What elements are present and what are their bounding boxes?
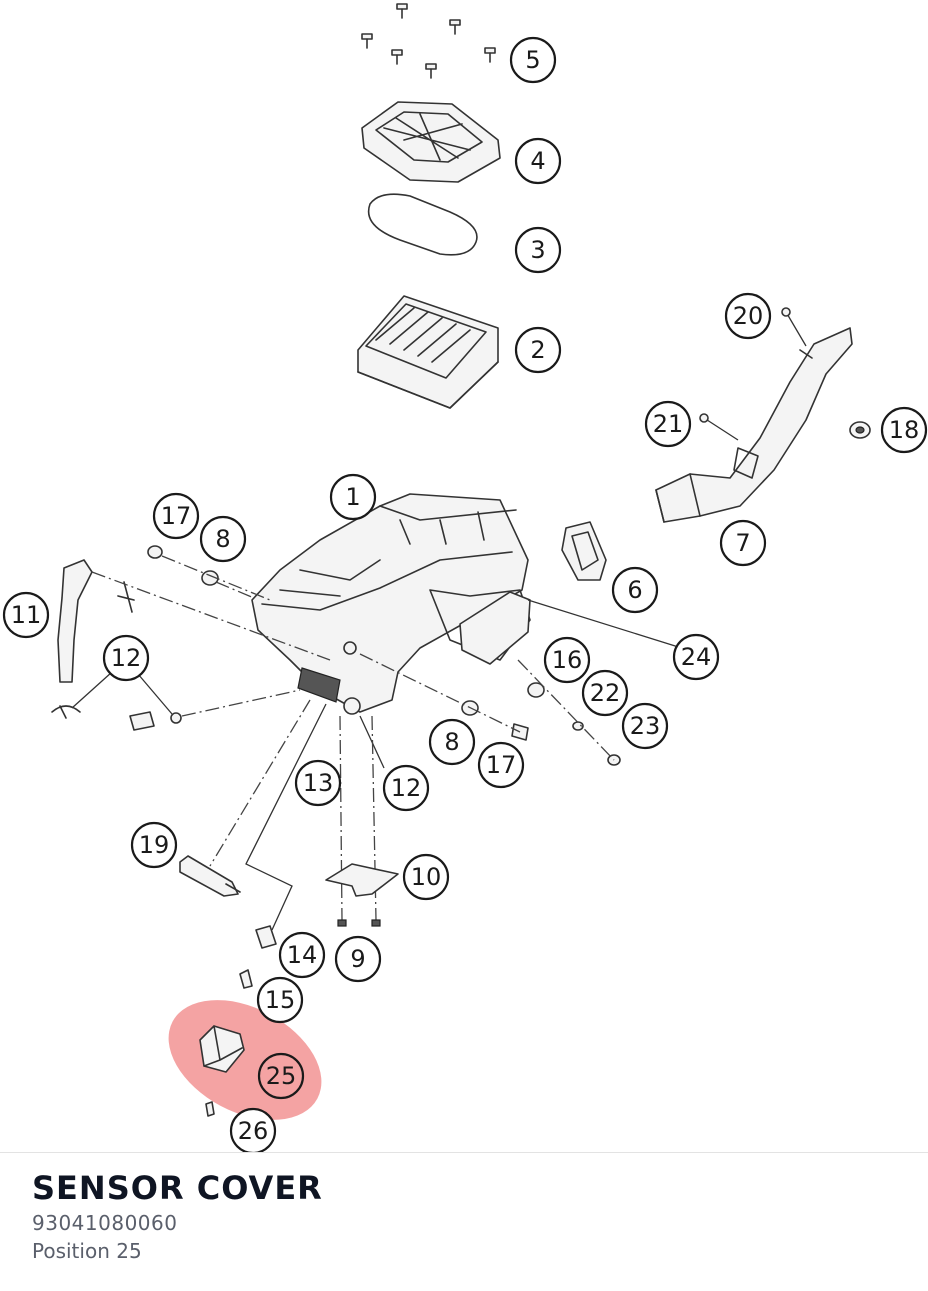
exploded-parts-diagram[interactable]: 5 4 3 2 20 21 18 1 <box>0 0 928 1152</box>
part-1-airbox-housing[interactable] <box>251 493 531 715</box>
callout-24[interactable]: 24 <box>672 633 720 681</box>
svg-text:22: 22 <box>590 679 621 707</box>
part-26-screw[interactable] <box>205 1101 215 1117</box>
callout-7[interactable]: 7 <box>719 519 767 567</box>
callout-2[interactable]: 2 <box>514 326 562 374</box>
part-12-clamps[interactable] <box>51 581 385 769</box>
svg-text:13: 13 <box>303 769 334 797</box>
part-15-clip[interactable] <box>239 969 253 989</box>
part-19-sensor[interactable] <box>179 855 241 897</box>
callout-6[interactable]: 6 <box>611 566 659 614</box>
svg-text:14: 14 <box>287 941 318 969</box>
svg-text:8: 8 <box>215 525 230 553</box>
part-position: Position 25 <box>32 1239 142 1263</box>
callout-8-upper[interactable]: 8 <box>199 515 247 563</box>
svg-text:12: 12 <box>391 774 422 802</box>
callout-23[interactable]: 23 <box>621 702 669 750</box>
part-9-screws[interactable] <box>337 919 381 927</box>
callout-21[interactable]: 21 <box>644 400 692 448</box>
part-2-air-filter[interactable] <box>357 295 499 409</box>
svg-text:18: 18 <box>889 416 920 444</box>
part-5-screws[interactable] <box>361 3 496 79</box>
part-3-gasket[interactable] <box>367 193 478 256</box>
part-18-grommet[interactable] <box>849 421 871 439</box>
diagram-canvas: 5 4 3 2 20 21 18 1 <box>2 3 928 1152</box>
svg-text:16: 16 <box>552 646 583 674</box>
callout-10[interactable]: 10 <box>402 853 450 901</box>
part-24-side-panel[interactable] <box>459 591 531 665</box>
part-8-17-fasteners[interactable] <box>147 545 621 766</box>
callout-3[interactable]: 3 <box>514 226 562 274</box>
part-4-filter-cover[interactable] <box>361 101 501 183</box>
callout-17-upper[interactable]: 17 <box>152 492 200 540</box>
svg-text:19: 19 <box>139 831 170 859</box>
callout-9[interactable]: 9 <box>334 935 382 983</box>
svg-text:6: 6 <box>627 576 642 604</box>
part-14-connector[interactable] <box>255 925 277 949</box>
svg-text:1: 1 <box>345 483 360 511</box>
callout-16[interactable]: 16 <box>543 636 591 684</box>
callout-19[interactable]: 19 <box>130 821 178 869</box>
svg-text:23: 23 <box>630 712 661 740</box>
svg-text:5: 5 <box>525 46 540 74</box>
svg-text:25: 25 <box>266 1062 297 1090</box>
svg-text:7: 7 <box>735 529 750 557</box>
svg-text:3: 3 <box>530 236 545 264</box>
callout-13[interactable]: 13 <box>294 759 342 807</box>
callout-8-lower[interactable]: 8 <box>428 718 476 766</box>
callout-18[interactable]: 18 <box>880 406 928 454</box>
part-7-intake-duct[interactable] <box>655 307 853 523</box>
svg-text:20: 20 <box>733 302 764 330</box>
callout-5[interactable]: 5 <box>509 36 557 84</box>
callout-17-lower[interactable]: 17 <box>477 741 525 789</box>
callout-25[interactable]: 25 <box>257 1052 305 1100</box>
callout-1[interactable]: 1 <box>329 473 377 521</box>
svg-text:8: 8 <box>444 728 459 756</box>
selected-part-highlight <box>168 1000 322 1120</box>
svg-text:4: 4 <box>530 147 545 175</box>
callout-14[interactable]: 14 <box>278 931 326 979</box>
svg-text:15: 15 <box>265 986 296 1014</box>
part-6-seal[interactable] <box>561 521 607 581</box>
part-10-bracket[interactable] <box>325 863 399 897</box>
callout-11[interactable]: 11 <box>2 591 50 639</box>
part-info-panel: SENSOR COVER 93041080060 Position 25 <box>0 1152 928 1291</box>
svg-text:11: 11 <box>11 601 42 629</box>
part-number: 93041080060 <box>32 1211 178 1235</box>
assembly-lines <box>91 555 689 931</box>
svg-text:21: 21 <box>653 410 684 438</box>
svg-text:10: 10 <box>411 863 442 891</box>
svg-text:2: 2 <box>530 336 545 364</box>
part-25-sensor-cover[interactable] <box>199 1025 245 1073</box>
svg-text:24: 24 <box>681 643 712 671</box>
callout-20[interactable]: 20 <box>724 292 772 340</box>
part-title: SENSOR COVER <box>32 1169 323 1207</box>
callout-12-left[interactable]: 12 <box>102 634 150 682</box>
callout-12-lower[interactable]: 12 <box>382 764 430 812</box>
callout-26[interactable]: 26 <box>229 1107 277 1152</box>
svg-text:12: 12 <box>111 644 142 672</box>
svg-text:17: 17 <box>161 502 192 530</box>
svg-text:26: 26 <box>238 1117 269 1145</box>
svg-text:17: 17 <box>486 751 517 779</box>
part-11-hose[interactable] <box>57 559 93 683</box>
callout-22[interactable]: 22 <box>581 669 629 717</box>
callout-15[interactable]: 15 <box>256 976 304 1024</box>
callout-4[interactable]: 4 <box>514 137 562 185</box>
svg-text:9: 9 <box>350 945 365 973</box>
